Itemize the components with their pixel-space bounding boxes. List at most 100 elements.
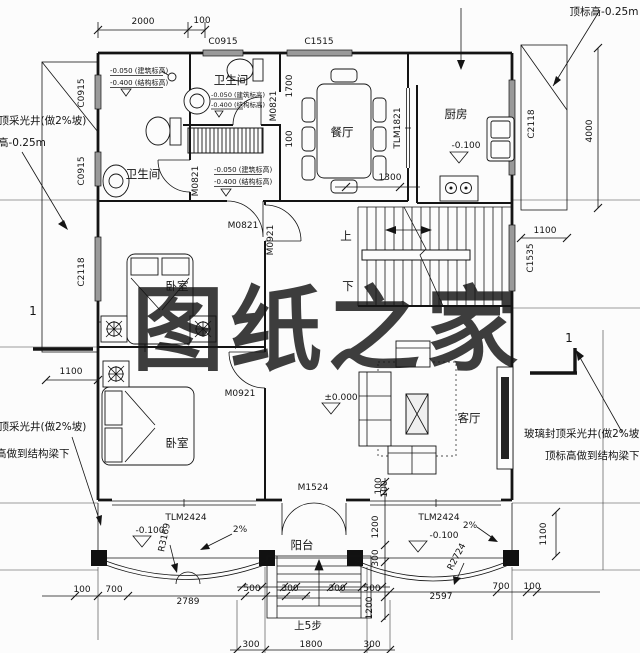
label-c0915-left-b: C0915 (77, 156, 87, 185)
window-c1535-right (508, 224, 516, 292)
dim-100-top: 100 (193, 16, 210, 26)
column (503, 550, 519, 566)
door-bed2 (228, 351, 266, 389)
dim-1100-right: 1100 (534, 226, 557, 236)
room-bed1: 卧室 (166, 279, 189, 293)
steps-note: 上5步 (294, 620, 322, 632)
dim-b300a: 300 (281, 584, 298, 594)
label-c2118-left: C2118 (77, 257, 87, 286)
note-roof-top: 顶标高-0.25m (570, 5, 639, 18)
note-glass-right-2: 顶标高做到结构梁下 (545, 449, 640, 462)
porch-arc-right (354, 559, 512, 582)
bed1 (100, 253, 217, 345)
dim-v1200b: 1200 (365, 596, 375, 619)
stair-break-line (403, 206, 444, 307)
slope-right: 2% (463, 521, 478, 531)
leader-arrow (96, 515, 102, 526)
dim-b300c: 300 (242, 640, 259, 650)
window-c0915-top (202, 49, 244, 57)
slope-left: 2% (233, 525, 248, 535)
right-light-well (520, 44, 568, 211)
room-kitchen: 厨房 (445, 107, 468, 121)
label-tlm2424-left: TLM2424 (164, 513, 206, 523)
nightstand (100, 315, 128, 343)
note-glass-right-1: 玻璃封顶采光井(做2%坡) (524, 427, 640, 440)
elev-mark-porch-right (408, 540, 428, 553)
label-m1524: M1524 (298, 483, 329, 493)
label-c1515-top: C1515 (304, 37, 333, 47)
stair-arrow-right (421, 226, 432, 234)
dim-b700r: 700 (492, 582, 509, 592)
sink-top-bath (183, 87, 211, 115)
dim-100-dining: 100 (285, 130, 295, 147)
axis-right-1: 1 (565, 331, 573, 345)
elev-porch-right: -0.100 (429, 531, 458, 541)
dim-b100r: 100 (523, 582, 540, 592)
label-m0921-bed2: M0921 (225, 389, 256, 399)
room-balcony: 阳台 (291, 538, 314, 552)
stair-arrow-left (385, 226, 396, 234)
door-bed1 (226, 200, 264, 238)
window-c0915-left-a (94, 74, 102, 110)
dimension-lines (21, 8, 623, 653)
elev-closet-struct: -0.400 (结构标高) (214, 177, 273, 186)
balcony-porch (91, 550, 519, 619)
sink-left-bath (102, 164, 130, 198)
label-c0915-top: C0915 (208, 37, 237, 47)
door-entry-double (281, 502, 347, 536)
elev-kitchen: -0.100 (451, 141, 480, 151)
stair-handrail (361, 249, 471, 261)
tlm1821-door (405, 88, 411, 168)
room-bath-top: 卫生间 (214, 73, 249, 87)
dim-b300d: 300 (363, 640, 380, 650)
radius-arrow-left (171, 563, 178, 573)
tlm2424-left-door (112, 499, 256, 507)
dim-b1800: 1800 (300, 640, 323, 650)
note-left-top-1: 封顶采光井(做2%坡) (0, 114, 86, 127)
dim-b500a: 500 (243, 584, 260, 594)
furniture (100, 58, 515, 475)
living-set (358, 340, 514, 475)
sliding-doors (112, 88, 501, 507)
elev-mark-zero (321, 402, 341, 415)
stairs-up: 上 (340, 229, 352, 243)
label-m0821-closet: M0821 (191, 166, 201, 197)
elev-bath1-struct: -0.400 (结构标高) (110, 78, 169, 87)
label-m0821-dining: M0821 (269, 91, 279, 122)
watermark: 图纸之家 (132, 276, 524, 384)
closet (187, 127, 264, 154)
room-dining: 餐厅 (331, 125, 354, 139)
window-c2118-left (94, 236, 102, 302)
label-tlm2424-right: TLM2424 (417, 513, 459, 523)
label-m0821-bed1: M0821 (228, 221, 259, 231)
elev-mark-kitchen (449, 151, 469, 164)
sofa (358, 371, 392, 447)
note-left-top-2: 高-0.25m (0, 136, 46, 149)
label-c0915-left-a: C0915 (77, 78, 87, 107)
porch-arc-bump (175, 571, 201, 585)
note-left-bot-2: 高做到结构梁下 (0, 447, 70, 460)
nightstand (102, 360, 130, 388)
dim-b500b: 500 (363, 584, 380, 594)
elev-porch-left: -0.100 (135, 526, 164, 536)
dim-100-entry: 100 (380, 480, 390, 497)
note-left-bot-1: 封顶采光井(做2%坡) (0, 420, 86, 433)
elev-zero: ±0.000 (324, 393, 358, 403)
door-bath-left (157, 159, 191, 193)
nightstand (189, 315, 217, 343)
kitchen-stove (439, 175, 479, 202)
dim-1300: 1300 (379, 173, 402, 183)
dim-v100: 100 (374, 477, 384, 494)
bed2 (101, 360, 195, 466)
dim-b700l: 700 (105, 585, 122, 595)
dim-b2597: 2597 (430, 592, 453, 602)
entry-arrow (457, 60, 465, 70)
room-bath-left: 卫生间 (126, 167, 161, 181)
dim-1100-left: 1100 (60, 367, 83, 377)
elev-closet-arch: -0.050 (建筑标高) (214, 165, 273, 174)
radius-right: R2724 (446, 542, 469, 573)
section-mark-right (530, 348, 577, 375)
leader-arrow (576, 350, 584, 361)
room-living: 客厅 (458, 411, 481, 425)
